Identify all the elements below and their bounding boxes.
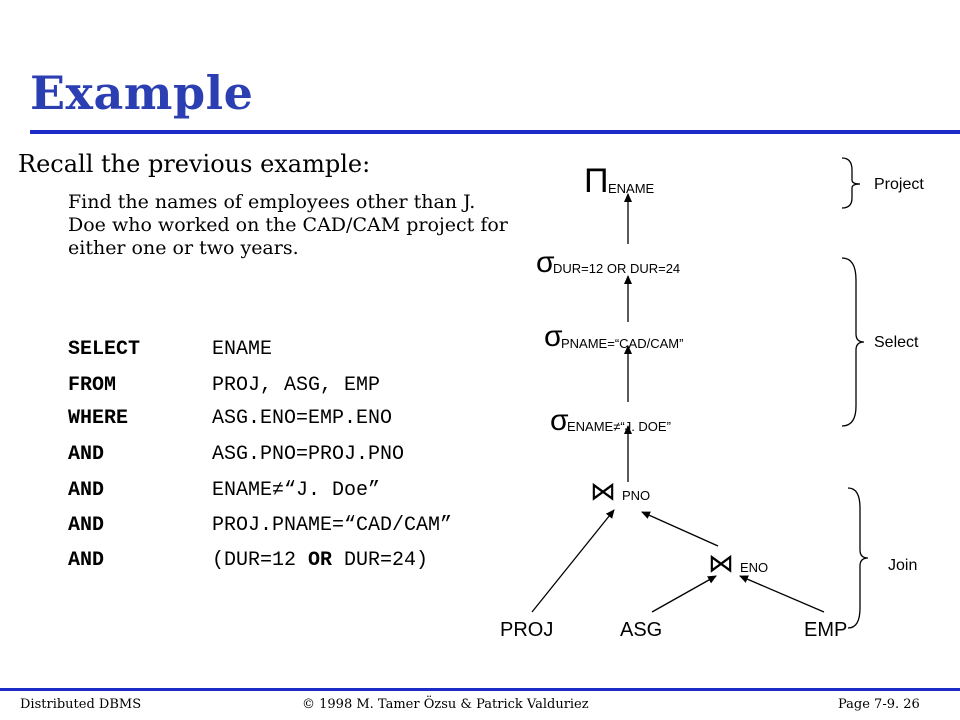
select-node-ename: σ ENAME≠“J. DOE” — [550, 404, 671, 437]
sql-expression: PROJ.PNAME=“CAD/CAM” — [212, 514, 453, 537]
sql-keyword: SELECT — [68, 338, 141, 361]
project-group-label: Project — [874, 176, 924, 193]
sql-keyword: FROM — [68, 374, 117, 397]
sigma-symbol: σ — [544, 320, 563, 353]
join-brace — [847, 487, 869, 629]
footer-page-number: Page 7-9. 26 — [838, 697, 920, 712]
sql-expression: ASG.ENO=EMP.ENO — [212, 407, 393, 430]
relation-leaf-proj: PROJ — [500, 619, 553, 641]
sql-line: AND ENAME≠“J. Doe” — [68, 479, 380, 502]
sql-line: WHERE ASG.ENO=EMP.ENO — [68, 407, 392, 430]
sql-line: FROM PROJ, ASG, EMP — [68, 374, 380, 397]
select-brace — [841, 257, 865, 427]
slide-title: Example — [30, 66, 254, 120]
select-node-pname: σ PNAME=“CAD/CAM” — [544, 320, 683, 353]
join-symbol: ⋈ — [708, 548, 734, 578]
join-attribute: ENO — [740, 560, 768, 575]
task-description: Find the names of employees other than J… — [68, 191, 508, 259]
join-attribute: PNO — [622, 488, 650, 503]
tree-edge — [641, 511, 719, 547]
relation-leaf-emp: EMP — [804, 619, 847, 641]
select-predicate: ENAME≠“J. DOE” — [567, 419, 671, 434]
footer-divider — [0, 688, 960, 691]
sql-expression: (DUR=12 — [212, 549, 309, 572]
project-brace — [841, 157, 861, 209]
sql-expression: PROJ, ASG, EMP — [212, 374, 381, 397]
sql-expression: DUR=24) — [332, 549, 429, 572]
sql-line: SELECT ENAME — [68, 338, 272, 361]
sql-expression: ENAME≠“J. Doe” — [212, 479, 381, 502]
sql-keyword: AND — [68, 479, 105, 502]
sql-or-keyword: OR — [308, 549, 333, 572]
tree-edge — [531, 509, 615, 613]
footer-copyright: © 1998 M. Tamer Özsu & Patrick Valduriez — [302, 697, 589, 712]
join-symbol: ⋈ — [590, 476, 616, 506]
sql-expression: ENAME — [212, 338, 273, 361]
project-attribute: ENAME — [608, 181, 655, 196]
join-node-pno: ⋈ PNO — [590, 476, 650, 506]
sql-keyword: AND — [68, 514, 105, 537]
sigma-symbol: σ — [536, 246, 555, 279]
select-predicate: DUR=12 OR DUR=24 — [553, 261, 680, 276]
sigma-symbol: σ — [550, 404, 569, 437]
select-predicate: PNAME=“CAD/CAM” — [561, 336, 683, 351]
select-group-label: Select — [874, 334, 919, 351]
tree-edge — [651, 575, 717, 613]
relation-leaf-asg: ASG — [620, 619, 662, 641]
join-node-eno: ⋈ ENO — [708, 548, 768, 578]
sql-expression: ASG.PNO=PROJ.PNO — [212, 443, 405, 466]
intro-text: Recall the previous example: — [18, 150, 371, 178]
tree-edge — [739, 575, 825, 613]
sql-keyword: WHERE — [68, 407, 129, 430]
sql-line: AND PROJ.PNAME=“CAD/CAM” — [68, 514, 452, 537]
join-group-label: Join — [888, 557, 917, 574]
sql-line: AND (DUR=12 OR DUR=24) — [68, 549, 428, 572]
footer-course: Distributed DBMS — [20, 697, 142, 712]
title-divider — [30, 130, 960, 134]
select-node-duration: σ DUR=12 OR DUR=24 — [536, 246, 680, 279]
sql-line: AND ASG.PNO=PROJ.PNO — [68, 443, 404, 466]
sql-keyword: AND — [68, 549, 105, 572]
pi-symbol: Π — [584, 162, 609, 200]
sql-keyword: AND — [68, 443, 105, 466]
project-node: Π ENAME — [584, 162, 655, 200]
query-tree-diagram: Π ENAME σ DUR=12 OR DUR=24 σ PNAME=“CAD/… — [500, 157, 924, 641]
